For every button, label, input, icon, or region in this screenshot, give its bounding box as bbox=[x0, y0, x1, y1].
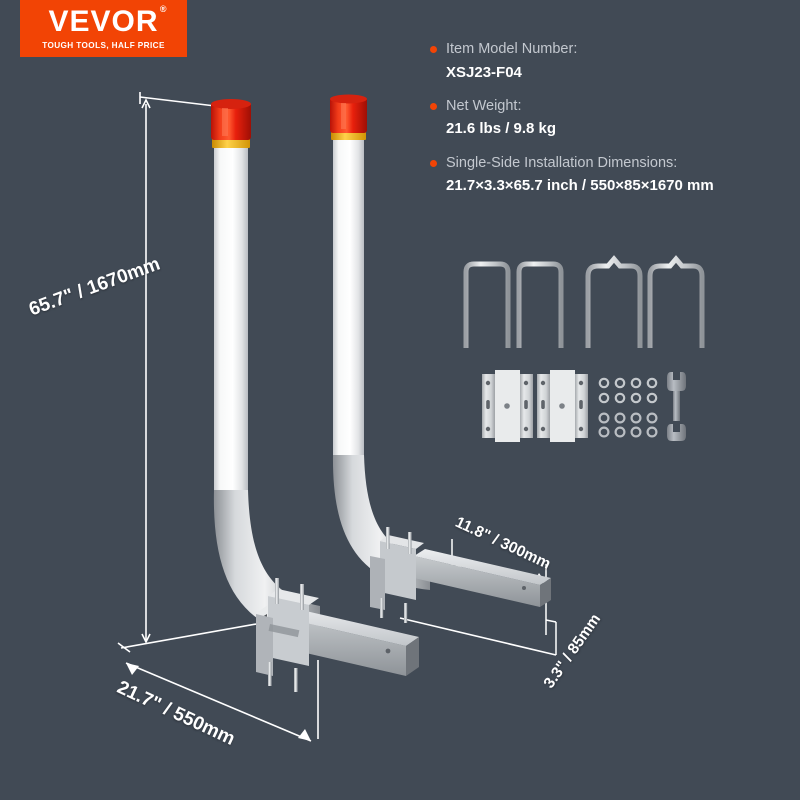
mounting-plate bbox=[482, 370, 533, 442]
logo-wordmark: VEVOR® bbox=[48, 5, 166, 38]
mount-tube-rear bbox=[414, 549, 551, 607]
registered-trademark-icon: ® bbox=[159, 4, 168, 14]
specification-list: Item Model Number: XSJ23-F04 Net Weight:… bbox=[430, 40, 790, 210]
spec-value: 21.7×3.3×65.7 inch / 550×85×1670 mm bbox=[446, 177, 714, 195]
wrench-icon bbox=[667, 372, 686, 441]
guide-pole-rear bbox=[330, 94, 430, 590]
hardware-u-bolts bbox=[463, 255, 705, 348]
vevor-logo: VEVOR® TOUGH TOOLS, HALF PRICE bbox=[20, 0, 187, 57]
hardware-fasteners bbox=[598, 377, 658, 438]
u-bolt-square bbox=[516, 261, 564, 348]
bracket-clamp-rear bbox=[370, 527, 424, 623]
spec-item-model: Item Model Number: XSJ23-F04 bbox=[430, 40, 790, 83]
spec-item-weight: Net Weight: 21.6 lbs / 9.8 kg bbox=[430, 97, 790, 140]
spec-value: 21.6 lbs / 9.8 kg bbox=[446, 120, 557, 138]
guide-pole-front bbox=[211, 99, 320, 640]
spec-value: XSJ23-F04 bbox=[446, 63, 522, 81]
dimension-lines bbox=[117, 92, 557, 742]
bullet-icon bbox=[430, 46, 437, 53]
bullet-icon bbox=[430, 102, 437, 110]
u-bolt-square bbox=[463, 261, 511, 348]
spec-label: Single-Side Installation Dimensions: bbox=[446, 154, 678, 171]
bracket-clamp-front bbox=[256, 578, 319, 692]
logo-tagline: TOUGH TOOLS, HALF PRICE bbox=[42, 41, 165, 50]
spec-item-installation-dimensions: Single-Side Installation Dimensions: 21.… bbox=[430, 154, 790, 197]
u-bolt-peaked bbox=[585, 255, 643, 348]
mounting-plate bbox=[537, 370, 588, 442]
logo-brand-text: VEVOR bbox=[48, 5, 159, 38]
spec-label: Net Weight: bbox=[446, 97, 522, 114]
washer-row bbox=[598, 377, 658, 404]
bullet-icon bbox=[430, 159, 437, 167]
hardware-mounting-plates bbox=[482, 370, 588, 442]
nut-row bbox=[598, 412, 658, 438]
u-bolt-peaked bbox=[647, 255, 705, 348]
spec-label: Item Model Number: bbox=[446, 41, 578, 57]
thickness-dimension-line bbox=[545, 600, 557, 655]
